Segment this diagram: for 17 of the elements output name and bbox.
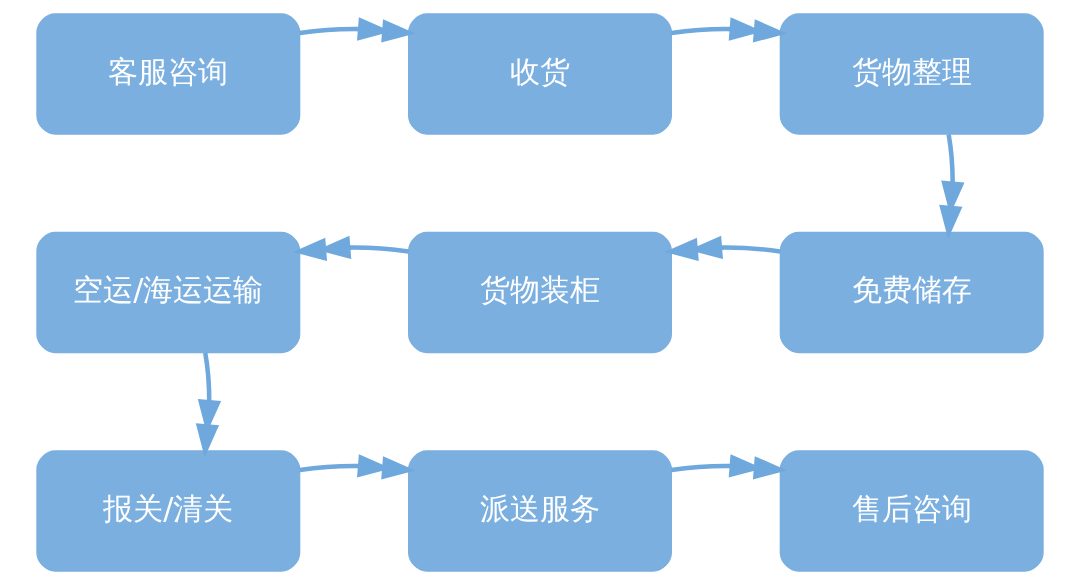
arrow <box>195 352 222 458</box>
arrow <box>939 134 965 240</box>
node-box: 收货 <box>408 13 672 135</box>
node-box: 免费储存 <box>779 231 1044 354</box>
arrow <box>299 454 416 480</box>
node-box: 报关/清关 <box>36 450 301 572</box>
node-box: 货物装柜 <box>408 231 672 354</box>
arrow <box>671 454 788 480</box>
node-box: 客服咨询 <box>36 13 301 135</box>
arrow <box>671 17 788 43</box>
node-box: 货物整理 <box>779 13 1044 135</box>
arrow <box>664 235 781 261</box>
node-box: 派送服务 <box>408 450 672 572</box>
node-box: 售后咨询 <box>779 450 1044 572</box>
node-box: 空运/海运运输 <box>36 231 301 354</box>
arrow <box>299 17 416 43</box>
arrow <box>292 235 409 261</box>
